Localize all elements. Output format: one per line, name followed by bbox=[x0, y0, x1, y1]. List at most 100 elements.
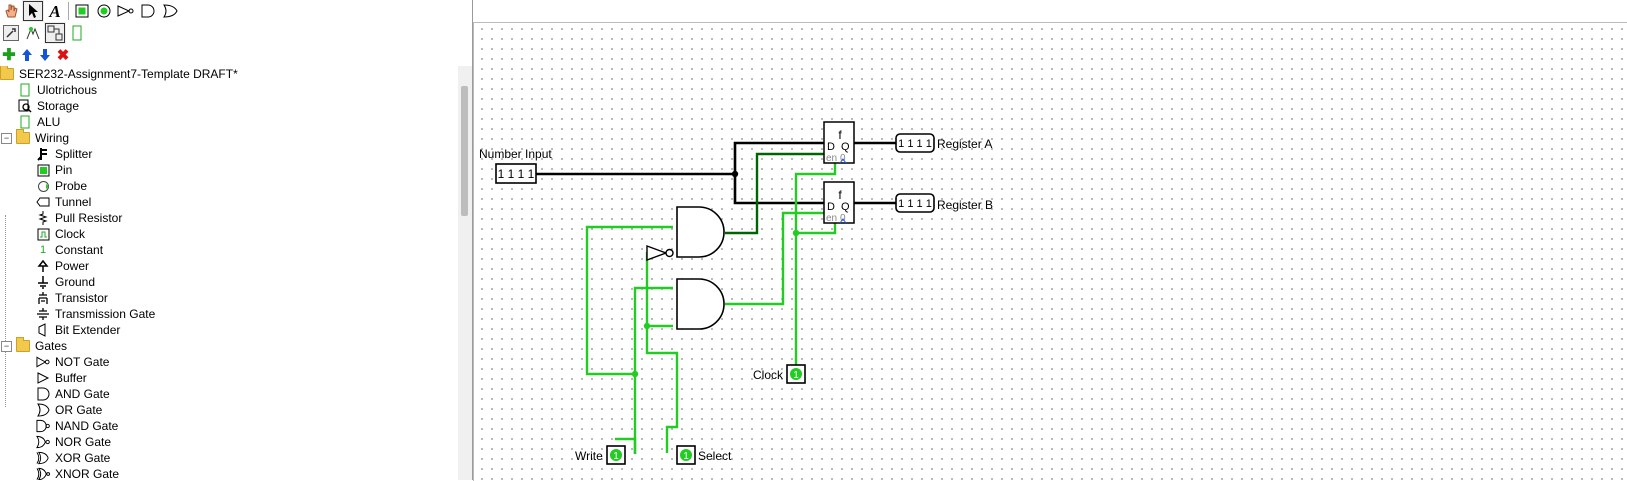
register-b-component[interactable]: f D Q en 0 bbox=[823, 181, 855, 224]
x-icon: ✖ bbox=[56, 46, 70, 64]
tree-item-not-gate[interactable]: NOT Gate bbox=[36, 354, 109, 370]
add-and-gate-button[interactable] bbox=[137, 0, 159, 22]
add-input-pin-button[interactable] bbox=[71, 0, 93, 22]
layout-toolbar bbox=[0, 22, 88, 44]
clock-component[interactable]: 1 bbox=[786, 364, 806, 384]
explorer-scrollbar[interactable] bbox=[458, 66, 472, 480]
nor-gate-icon bbox=[36, 435, 50, 449]
simulation-tree-button[interactable] bbox=[22, 22, 44, 44]
explorer-panel: A bbox=[0, 0, 473, 480]
tree-item-probe[interactable]: Probe bbox=[36, 178, 87, 194]
and-gate-top[interactable] bbox=[676, 206, 725, 258]
power-icon bbox=[36, 259, 50, 273]
register-a-label: Register A bbox=[937, 137, 992, 151]
select-value: 1 bbox=[683, 451, 689, 462]
clock-value: 1 bbox=[793, 370, 799, 381]
tree-item-xnor-gate[interactable]: XNOR Gate bbox=[36, 466, 119, 480]
tree-folder-wiring[interactable]: Wiring bbox=[16, 129, 69, 146]
tree-item-nor-gate[interactable]: NOR Gate bbox=[36, 434, 111, 450]
tree-folder-gates[interactable]: Gates bbox=[16, 337, 67, 354]
select-label: Select bbox=[698, 449, 732, 463]
input-pin-icon bbox=[75, 4, 89, 18]
select-tool-button[interactable] bbox=[22, 0, 44, 22]
select-input-pin[interactable]: 1 bbox=[676, 445, 696, 465]
tree-item-and-gate[interactable]: AND Gate bbox=[36, 386, 110, 402]
register-b-value: 1 1 1 1 bbox=[898, 198, 932, 210]
tree-item-bit-extender[interactable]: Bit Extender bbox=[36, 322, 120, 338]
register-b-en-label: en bbox=[826, 213, 837, 224]
tunnel-icon bbox=[36, 195, 50, 209]
register-a-value: 1 1 1 1 bbox=[898, 138, 932, 150]
and-gate-icon bbox=[36, 387, 50, 401]
tree-item-or-gate[interactable]: OR Gate bbox=[36, 402, 102, 418]
register-b-output-pin[interactable]: 1 1 1 1 bbox=[895, 193, 935, 213]
circuit-canvas[interactable]: f D Q en 0 f D Q en 0 1 1 1 1 Number Inp… bbox=[473, 22, 1627, 481]
add-output-pin-button[interactable] bbox=[93, 0, 115, 22]
tree-item-constant[interactable]: 1 Constant bbox=[36, 242, 103, 258]
tree-item-transmission-gate[interactable]: Transmission Gate bbox=[36, 306, 155, 322]
toolbar-separator bbox=[68, 2, 69, 20]
tree-circuit-storage[interactable]: Storage bbox=[18, 98, 79, 114]
register-b-q-label: Q bbox=[841, 201, 850, 213]
arrow-pointer-icon bbox=[29, 4, 38, 18]
splitter-icon bbox=[36, 147, 50, 161]
tree-circuit-ulotrichous[interactable]: Ulotrichous bbox=[18, 82, 97, 98]
add-not-gate-button[interactable] bbox=[115, 0, 137, 22]
circuit-drawing: f D Q en 0 f D Q en 0 1 1 1 1 Number Inp… bbox=[479, 121, 993, 465]
write-input-pin[interactable]: 1 bbox=[606, 445, 626, 465]
register-a-component[interactable]: f D Q en 0 bbox=[823, 121, 855, 164]
delete-circuit-button[interactable]: ✖ bbox=[54, 44, 72, 66]
circuit-chip-icon bbox=[18, 83, 32, 97]
enable-a-wire bbox=[725, 152, 824, 235]
tree-item-power[interactable]: Power bbox=[36, 258, 89, 274]
register-a-func-label: f bbox=[838, 128, 842, 142]
poke-tool-button[interactable] bbox=[0, 0, 22, 22]
circuit-chip-icon bbox=[18, 115, 32, 129]
circuit-appearance-button[interactable] bbox=[66, 22, 88, 44]
resistor-icon bbox=[36, 211, 50, 225]
not-gate-icon bbox=[117, 5, 134, 17]
constant-one-icon: 1 bbox=[39, 244, 47, 256]
gates-collapse-toggle[interactable]: − bbox=[1, 341, 12, 352]
circuit-layout-button[interactable] bbox=[44, 22, 66, 44]
number-input-value: 1 1 1 1 bbox=[498, 167, 535, 181]
tree-project-root[interactable]: SER232-Assignment7-Template DRAFT* bbox=[0, 66, 238, 82]
tree-item-buffer[interactable]: Buffer bbox=[36, 370, 87, 386]
bus-junction bbox=[731, 170, 739, 178]
pin-icon bbox=[36, 163, 50, 177]
tree-item-ground[interactable]: Ground bbox=[36, 274, 95, 290]
bit-extender-icon bbox=[36, 323, 50, 337]
data-bus bbox=[536, 141, 896, 205]
xnor-gate-icon bbox=[36, 467, 50, 480]
wiring-collapse-toggle[interactable]: − bbox=[1, 133, 12, 144]
tree-item-tunnel[interactable]: Tunnel bbox=[36, 194, 91, 210]
tree-item-xor-gate[interactable]: XOR Gate bbox=[36, 450, 110, 466]
register-a-q-label: Q bbox=[841, 141, 850, 153]
nand-gate-icon bbox=[36, 419, 50, 433]
move-down-button[interactable] bbox=[36, 44, 54, 66]
explore-toolbox-button[interactable] bbox=[0, 22, 22, 44]
tree-item-pin[interactable]: Pin bbox=[36, 162, 72, 178]
tree-guide-line bbox=[5, 215, 6, 407]
number-input-pin[interactable]: 1 1 1 1 bbox=[495, 163, 537, 184]
tree-item-pull-resistor[interactable]: Pull Resistor bbox=[36, 210, 122, 226]
not-gate[interactable] bbox=[646, 244, 674, 262]
arrow-up-icon bbox=[22, 49, 32, 61]
add-circuit-button[interactable]: ✚ bbox=[0, 44, 18, 66]
wrench-icon bbox=[3, 25, 19, 41]
text-tool-button[interactable]: A bbox=[44, 0, 66, 22]
tree-item-transistor[interactable]: Transistor bbox=[36, 290, 108, 306]
tree-item-clock[interactable]: Clock bbox=[36, 226, 85, 242]
add-or-gate-button[interactable] bbox=[159, 0, 181, 22]
probe-icon bbox=[36, 179, 50, 193]
tree-item-nand-gate[interactable]: NAND Gate bbox=[36, 418, 118, 434]
folder-icon bbox=[0, 66, 14, 81]
and-gate-bottom[interactable] bbox=[676, 278, 725, 330]
chip-icon bbox=[72, 25, 82, 41]
move-up-button[interactable] bbox=[18, 44, 36, 66]
number-input-label: Number Input bbox=[479, 147, 552, 161]
tree-circuit-alu[interactable]: ALU bbox=[18, 114, 60, 130]
scrollbar-thumb[interactable] bbox=[461, 86, 468, 216]
register-a-output-pin[interactable]: 1 1 1 1 bbox=[895, 133, 935, 153]
tree-item-splitter[interactable]: Splitter bbox=[36, 146, 92, 162]
